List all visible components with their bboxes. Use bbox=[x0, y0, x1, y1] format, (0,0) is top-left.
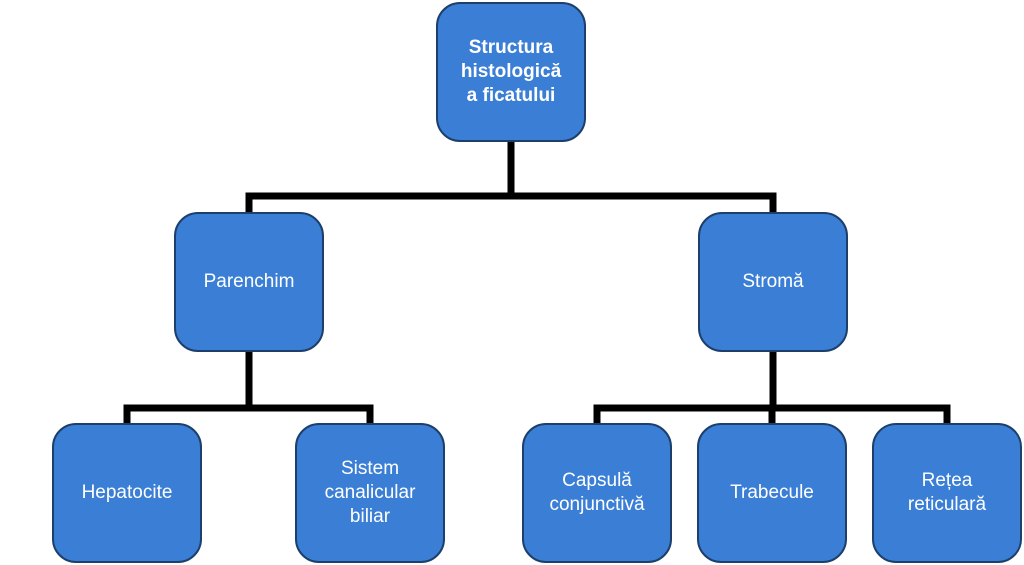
node-parenchim: Parenchim bbox=[174, 212, 324, 352]
node-structura-histologica: Structura histologică a ficatului bbox=[436, 2, 586, 142]
node-retea-reticulara: Rețea reticulară bbox=[872, 423, 1022, 563]
node-stroma: Stromă bbox=[698, 212, 848, 352]
node-label: Capsulă conjunctivă bbox=[549, 469, 645, 515]
node-label: Sistem canalicular biliar bbox=[324, 457, 416, 528]
node-label: Hepatocite bbox=[81, 481, 173, 503]
node-label: Trabecule bbox=[730, 481, 814, 503]
node-label: Stromă bbox=[742, 270, 804, 292]
node-capsula-conjunctiva: Capsulă conjunctivă bbox=[522, 423, 672, 563]
node-hepatocite: Hepatocite bbox=[52, 423, 202, 563]
node-trabecule: Trabecule bbox=[697, 423, 847, 563]
node-sistem-canalicular-biliar: Sistem canalicular biliar bbox=[295, 423, 445, 563]
node-label: Parenchim bbox=[203, 270, 295, 292]
node-label: Rețea reticulară bbox=[907, 469, 987, 515]
node-label: Structura histologică a ficatului bbox=[460, 36, 562, 107]
